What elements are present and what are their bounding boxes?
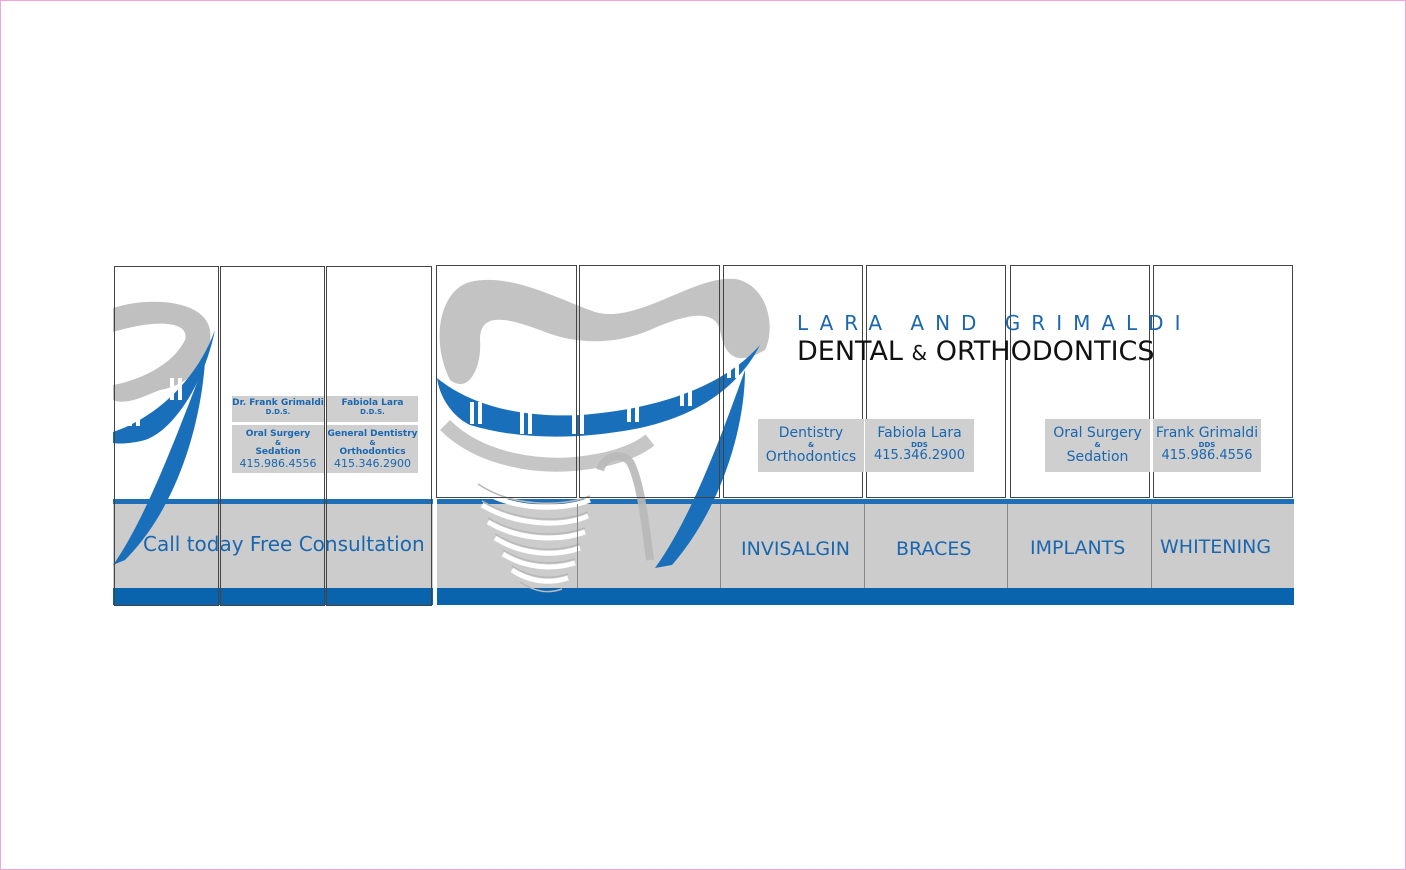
- frank-right-name: Frank Grimaldi: [1155, 425, 1259, 441]
- left-blue-band: [113, 588, 433, 605]
- fabiola-name: Fabiola Lara: [341, 398, 404, 408]
- frank-degree: D.D.S.: [265, 408, 291, 417]
- fabiola-right-name: Fabiola Lara: [877, 425, 962, 441]
- window-pane-7: [866, 265, 1006, 498]
- oral-surgery-label: Oral Surgery: [1053, 425, 1142, 441]
- brand-subtitle: DENTAL & ORTHODONTICS: [797, 336, 1155, 367]
- window-pane-5: [579, 265, 720, 498]
- dentistry-amp: &: [807, 441, 815, 450]
- frank-right-box: Frank Grimaldi DDS 415.986.4556: [1153, 419, 1261, 472]
- pane-divider: [577, 504, 578, 588]
- fabiola-degree: D.D.S.: [360, 408, 385, 417]
- service-invisalgin: INVISALGIN: [741, 538, 850, 560]
- service-braces: BRACES: [896, 538, 972, 560]
- frank-spec-amp: &: [274, 439, 282, 448]
- dentistry-label: Dentistry: [778, 425, 844, 441]
- frank-phone: 415.986.4556: [239, 456, 317, 470]
- frank-info-box: Oral Surgery & Sedation 415.986.4556: [232, 425, 324, 473]
- window-pane-9: [1153, 265, 1293, 498]
- window-pane-3: [326, 266, 432, 606]
- frank-spec2: Sedation: [255, 447, 301, 458]
- service-whitening: WHITENING: [1160, 536, 1272, 558]
- frank-right-degree: DDS: [1198, 441, 1216, 450]
- fabiola-info-box: General Dentistry & Orthodontics 415.346…: [327, 425, 418, 473]
- sedation-label: Sedation: [1066, 449, 1129, 466]
- window-pane-2: [220, 266, 325, 606]
- pane-divider: [1151, 504, 1152, 588]
- dentistry-box: Dentistry & Orthodontics: [758, 419, 864, 472]
- window-pane-4: [436, 265, 577, 498]
- oral-surgery-box: Oral Surgery & Sedation: [1045, 419, 1150, 472]
- orthodontics-label: Orthodontics: [765, 449, 857, 466]
- tagline: Call today Free Consultation: [143, 532, 425, 556]
- fabiola-spec1: General Dentistry: [327, 429, 418, 439]
- frank-name: Dr. Frank Grimaldi: [232, 398, 324, 408]
- fabiola-right-phone: 415.346.2900: [874, 448, 965, 464]
- left-top-stripe: [113, 499, 433, 504]
- service-implants: IMPLANTS: [1030, 537, 1126, 559]
- frank-spec1: Oral Surgery: [245, 429, 311, 439]
- pane-divider: [720, 504, 721, 588]
- fabiola-spec-amp: &: [369, 439, 376, 448]
- right-blue-band: [437, 588, 1294, 605]
- brand-ampersand: &: [911, 341, 928, 365]
- oral-amp: &: [1094, 441, 1101, 450]
- fabiola-name-box: Fabiola Lara D.D.S.: [327, 396, 418, 422]
- frank-name-box: Dr. Frank Grimaldi D.D.S.: [232, 396, 324, 422]
- fabiola-spec2: Orthodontics: [339, 447, 406, 458]
- brand-name: LARA AND GRIMALDI: [797, 311, 1192, 335]
- right-top-stripe: [437, 499, 1294, 504]
- fabiola-right-degree: DDS: [911, 441, 928, 450]
- pane-divider: [864, 504, 865, 588]
- brand-subtitle-part2: ORTHODONTICS: [927, 336, 1155, 367]
- window-pane-1: [114, 266, 219, 606]
- window-pane-8: [1010, 265, 1150, 498]
- frank-right-phone: 415.986.4556: [1161, 448, 1253, 464]
- pane-divider: [1007, 504, 1008, 588]
- brand-subtitle-part1: DENTAL: [797, 336, 912, 367]
- fabiola-right-box: Fabiola Lara DDS 415.346.2900: [865, 419, 974, 472]
- fabiola-phone: 415.346.2900: [334, 456, 411, 470]
- left-gray-band: [113, 504, 433, 588]
- window-pane-6: [723, 265, 863, 498]
